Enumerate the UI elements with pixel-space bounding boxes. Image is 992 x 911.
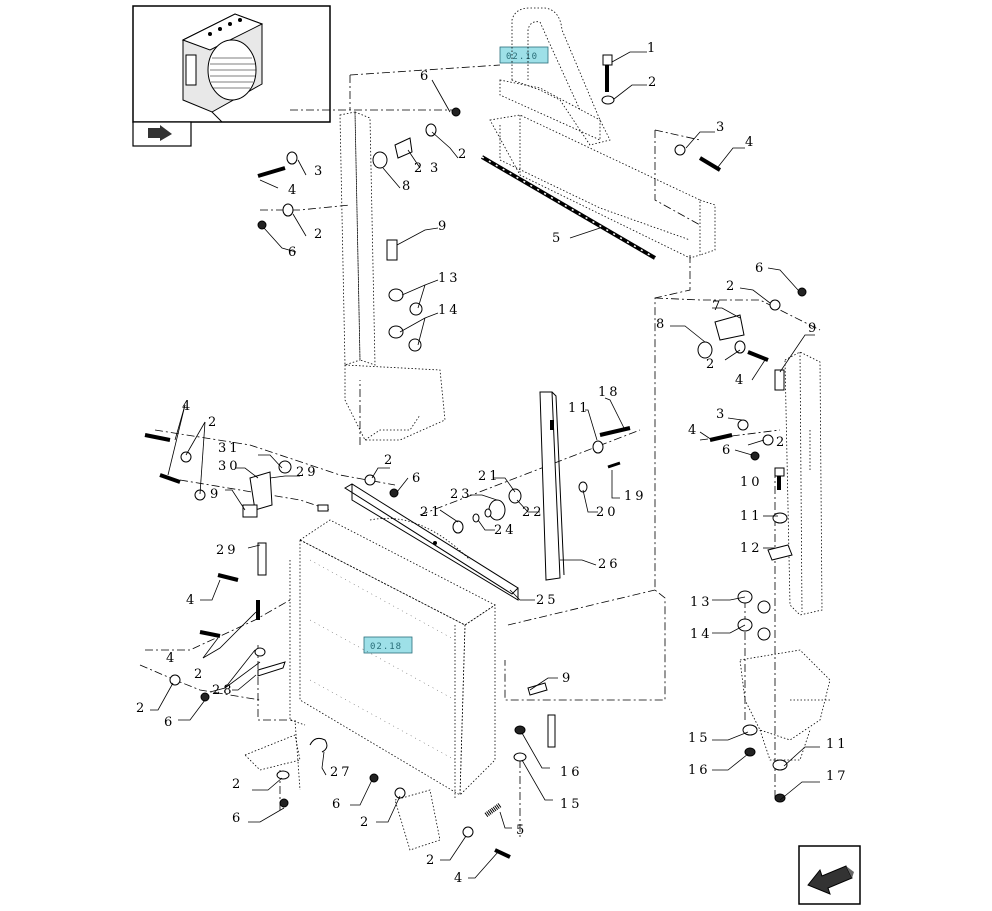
callout-2: 2	[414, 161, 425, 176]
callout-28: 28	[212, 683, 235, 698]
callout-23: 23	[450, 487, 473, 502]
callout-29: 29	[216, 543, 239, 558]
callout-2: 2	[360, 815, 371, 830]
callout-31: 31	[218, 441, 241, 456]
callout-20: 20	[596, 505, 619, 520]
callout-2: 2	[384, 453, 395, 468]
callout-16: 16	[688, 763, 711, 778]
callout-3: 3	[314, 164, 325, 179]
callout-6: 6	[232, 811, 243, 826]
fasteners	[144, 54, 807, 859]
bolt-icon	[602, 54, 613, 92]
callout-4: 4	[182, 399, 193, 414]
next-page-button[interactable]	[798, 845, 861, 905]
callout-1: 1	[647, 41, 658, 56]
callout-5: 5	[552, 231, 563, 246]
callout-2: 2	[208, 415, 219, 430]
callout-6: 6	[755, 261, 766, 276]
callout-2: 2	[194, 667, 205, 682]
svg-text:02.10: 02.10	[506, 52, 538, 62]
thumbnail-panel[interactable]	[132, 5, 331, 147]
previous-page-arrow-icon[interactable]	[148, 125, 172, 141]
callout-6: 6	[332, 797, 343, 812]
callout-9: 9	[210, 487, 221, 502]
reference-tag-lower[interactable]: 02.18	[363, 636, 413, 654]
callout-4: 4	[735, 373, 746, 388]
long-rod	[480, 155, 657, 260]
callout-12: 12	[740, 541, 763, 556]
callout-3: 3	[430, 161, 441, 176]
callout-30: 30	[218, 459, 241, 474]
cross-bar	[344, 483, 519, 601]
callout-18: 18	[598, 385, 621, 400]
callout-4: 4	[454, 871, 465, 886]
callout-26: 26	[598, 557, 621, 572]
exit-arrow-icon	[807, 865, 854, 895]
callout-4: 4	[166, 651, 177, 666]
callout-6: 6	[164, 715, 175, 730]
callout-7: 7	[712, 299, 723, 314]
callout-24: 24	[494, 523, 517, 538]
callout-16: 16	[560, 765, 583, 780]
radiator-thumbnail-icon	[181, 13, 264, 123]
callout-9: 9	[808, 321, 819, 336]
phantom-outlines	[139, 64, 821, 840]
callout-2: 2	[136, 701, 147, 716]
callout-29: 29	[296, 465, 319, 480]
callout-13: 13	[438, 271, 461, 286]
callout-3: 3	[716, 407, 727, 422]
callout-8: 8	[656, 317, 667, 332]
upper-frame	[339, 111, 716, 441]
callout-6: 6	[412, 471, 423, 486]
reference-tag-upper[interactable]: 02.10	[499, 46, 549, 64]
callout-2: 2	[648, 75, 659, 90]
callout-4: 4	[288, 183, 299, 198]
callout-3: 3	[716, 120, 727, 135]
callout-2: 2	[726, 279, 737, 294]
callout-11: 11	[740, 509, 763, 524]
shroud-plate	[539, 391, 565, 581]
callout-9: 9	[562, 671, 573, 686]
callout-15: 15	[560, 797, 583, 812]
callout-2: 2	[314, 227, 325, 242]
callout-11: 11	[568, 401, 591, 416]
callout-15: 15	[688, 731, 711, 746]
callout-4: 4	[745, 135, 756, 150]
callout-2: 2	[458, 147, 469, 162]
callout-22: 22	[522, 505, 545, 520]
top-mount-bracket	[499, 7, 611, 146]
right-upright	[784, 351, 823, 616]
callout-leaders	[150, 51, 820, 879]
callout-2: 2	[232, 777, 243, 792]
callout-10: 10	[740, 475, 763, 490]
svg-text:02.18: 02.18	[370, 642, 402, 652]
callout-14: 14	[690, 627, 713, 642]
callout-8: 8	[402, 179, 413, 194]
callout-27: 27	[330, 765, 353, 780]
callout-5: 5	[516, 823, 527, 838]
callout-25: 25	[536, 593, 559, 608]
callout-21: 21	[420, 505, 443, 520]
callout-2: 2	[706, 357, 717, 372]
callout-6: 6	[420, 69, 431, 84]
callout-21: 21	[478, 469, 501, 484]
callout-17: 17	[826, 769, 849, 784]
callout-6: 6	[722, 443, 733, 458]
callout-numbers: 1 2 3 4 6 2 3 3 2 4 8 2 6 9 5 13 14 6 2 …	[136, 41, 849, 886]
callout-11: 11	[826, 737, 849, 752]
lower-left-bracket	[244, 719, 441, 851]
right-lower-bracket	[739, 649, 831, 761]
callout-13: 13	[690, 595, 713, 610]
callout-19: 19	[624, 489, 647, 504]
callout-9: 9	[438, 219, 449, 234]
callout-2: 2	[776, 435, 787, 450]
callout-14: 14	[438, 303, 461, 318]
callout-4: 4	[186, 593, 197, 608]
radiator-core	[289, 517, 496, 800]
callout-2: 2	[426, 853, 437, 868]
callout-6: 6	[288, 245, 299, 260]
callout-4: 4	[688, 423, 699, 438]
